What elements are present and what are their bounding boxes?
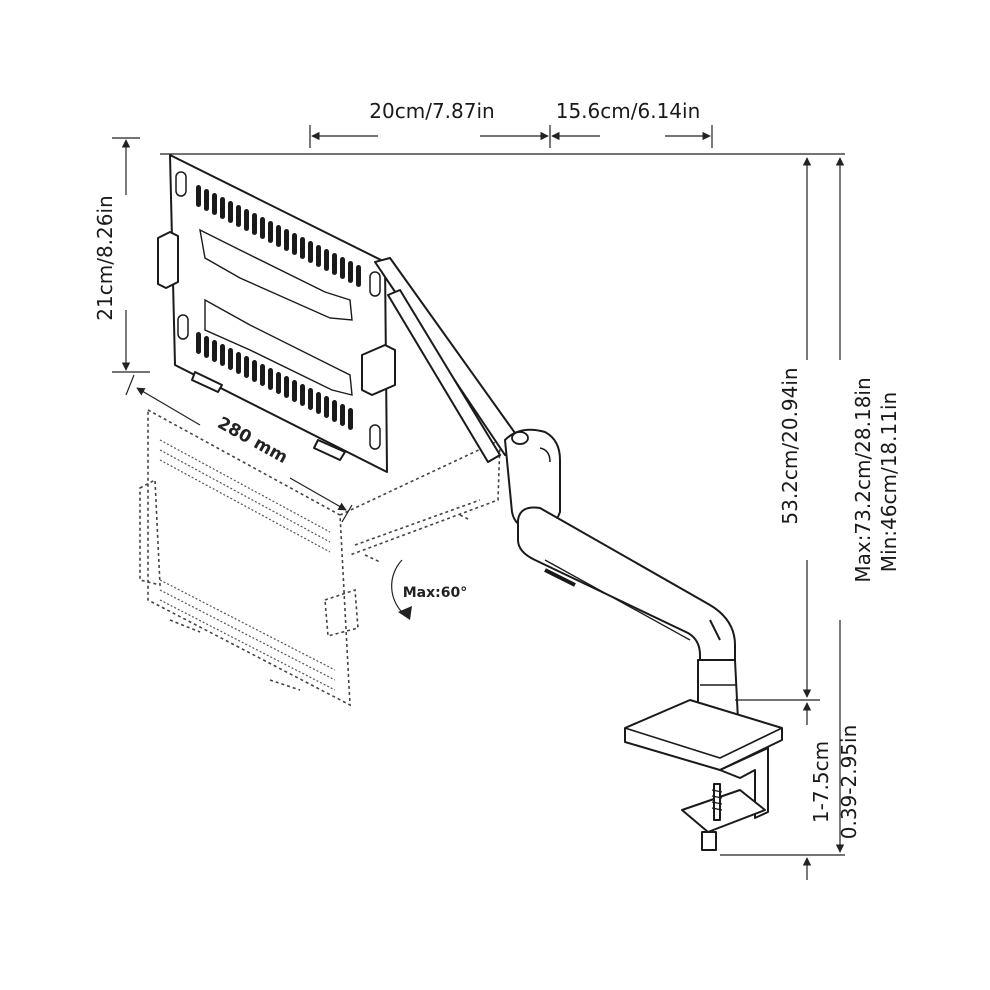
ghost-tilted-tray	[139, 408, 501, 707]
total-height-max-label: Max:73.2cm/28.18in	[851, 377, 875, 582]
clamp-range-cm-label: 1-7.5cm	[809, 741, 833, 823]
tray-width-label: 280 mm	[214, 413, 291, 468]
tray-height-label: 21cm/8.26in	[93, 195, 117, 320]
tray-height-dimension	[112, 137, 150, 373]
tray-width-dimension	[125, 374, 353, 523]
mount-arm	[374, 257, 739, 731]
arm-height-label: 53.2cm/20.94in	[778, 367, 802, 524]
right-dimension-lines	[720, 157, 845, 880]
top-left-dimension-label: 20cm/7.87in	[369, 99, 494, 123]
laptop-tray	[157, 154, 396, 473]
tray-vents-upper	[196, 185, 361, 287]
rotation-label: Max:60°	[403, 585, 468, 601]
rotation-indicator	[391, 559, 412, 620]
total-height-min-label: Min:46cm/18.11in	[877, 392, 901, 572]
desk-clamp	[624, 699, 783, 851]
top-right-dimension-label: 15.6cm/6.14in	[556, 99, 701, 123]
clamp-range-in-label: 0.39-2.95in	[837, 725, 861, 840]
tray-vents-lower	[196, 332, 353, 430]
top-dimension-lines	[160, 125, 845, 155]
